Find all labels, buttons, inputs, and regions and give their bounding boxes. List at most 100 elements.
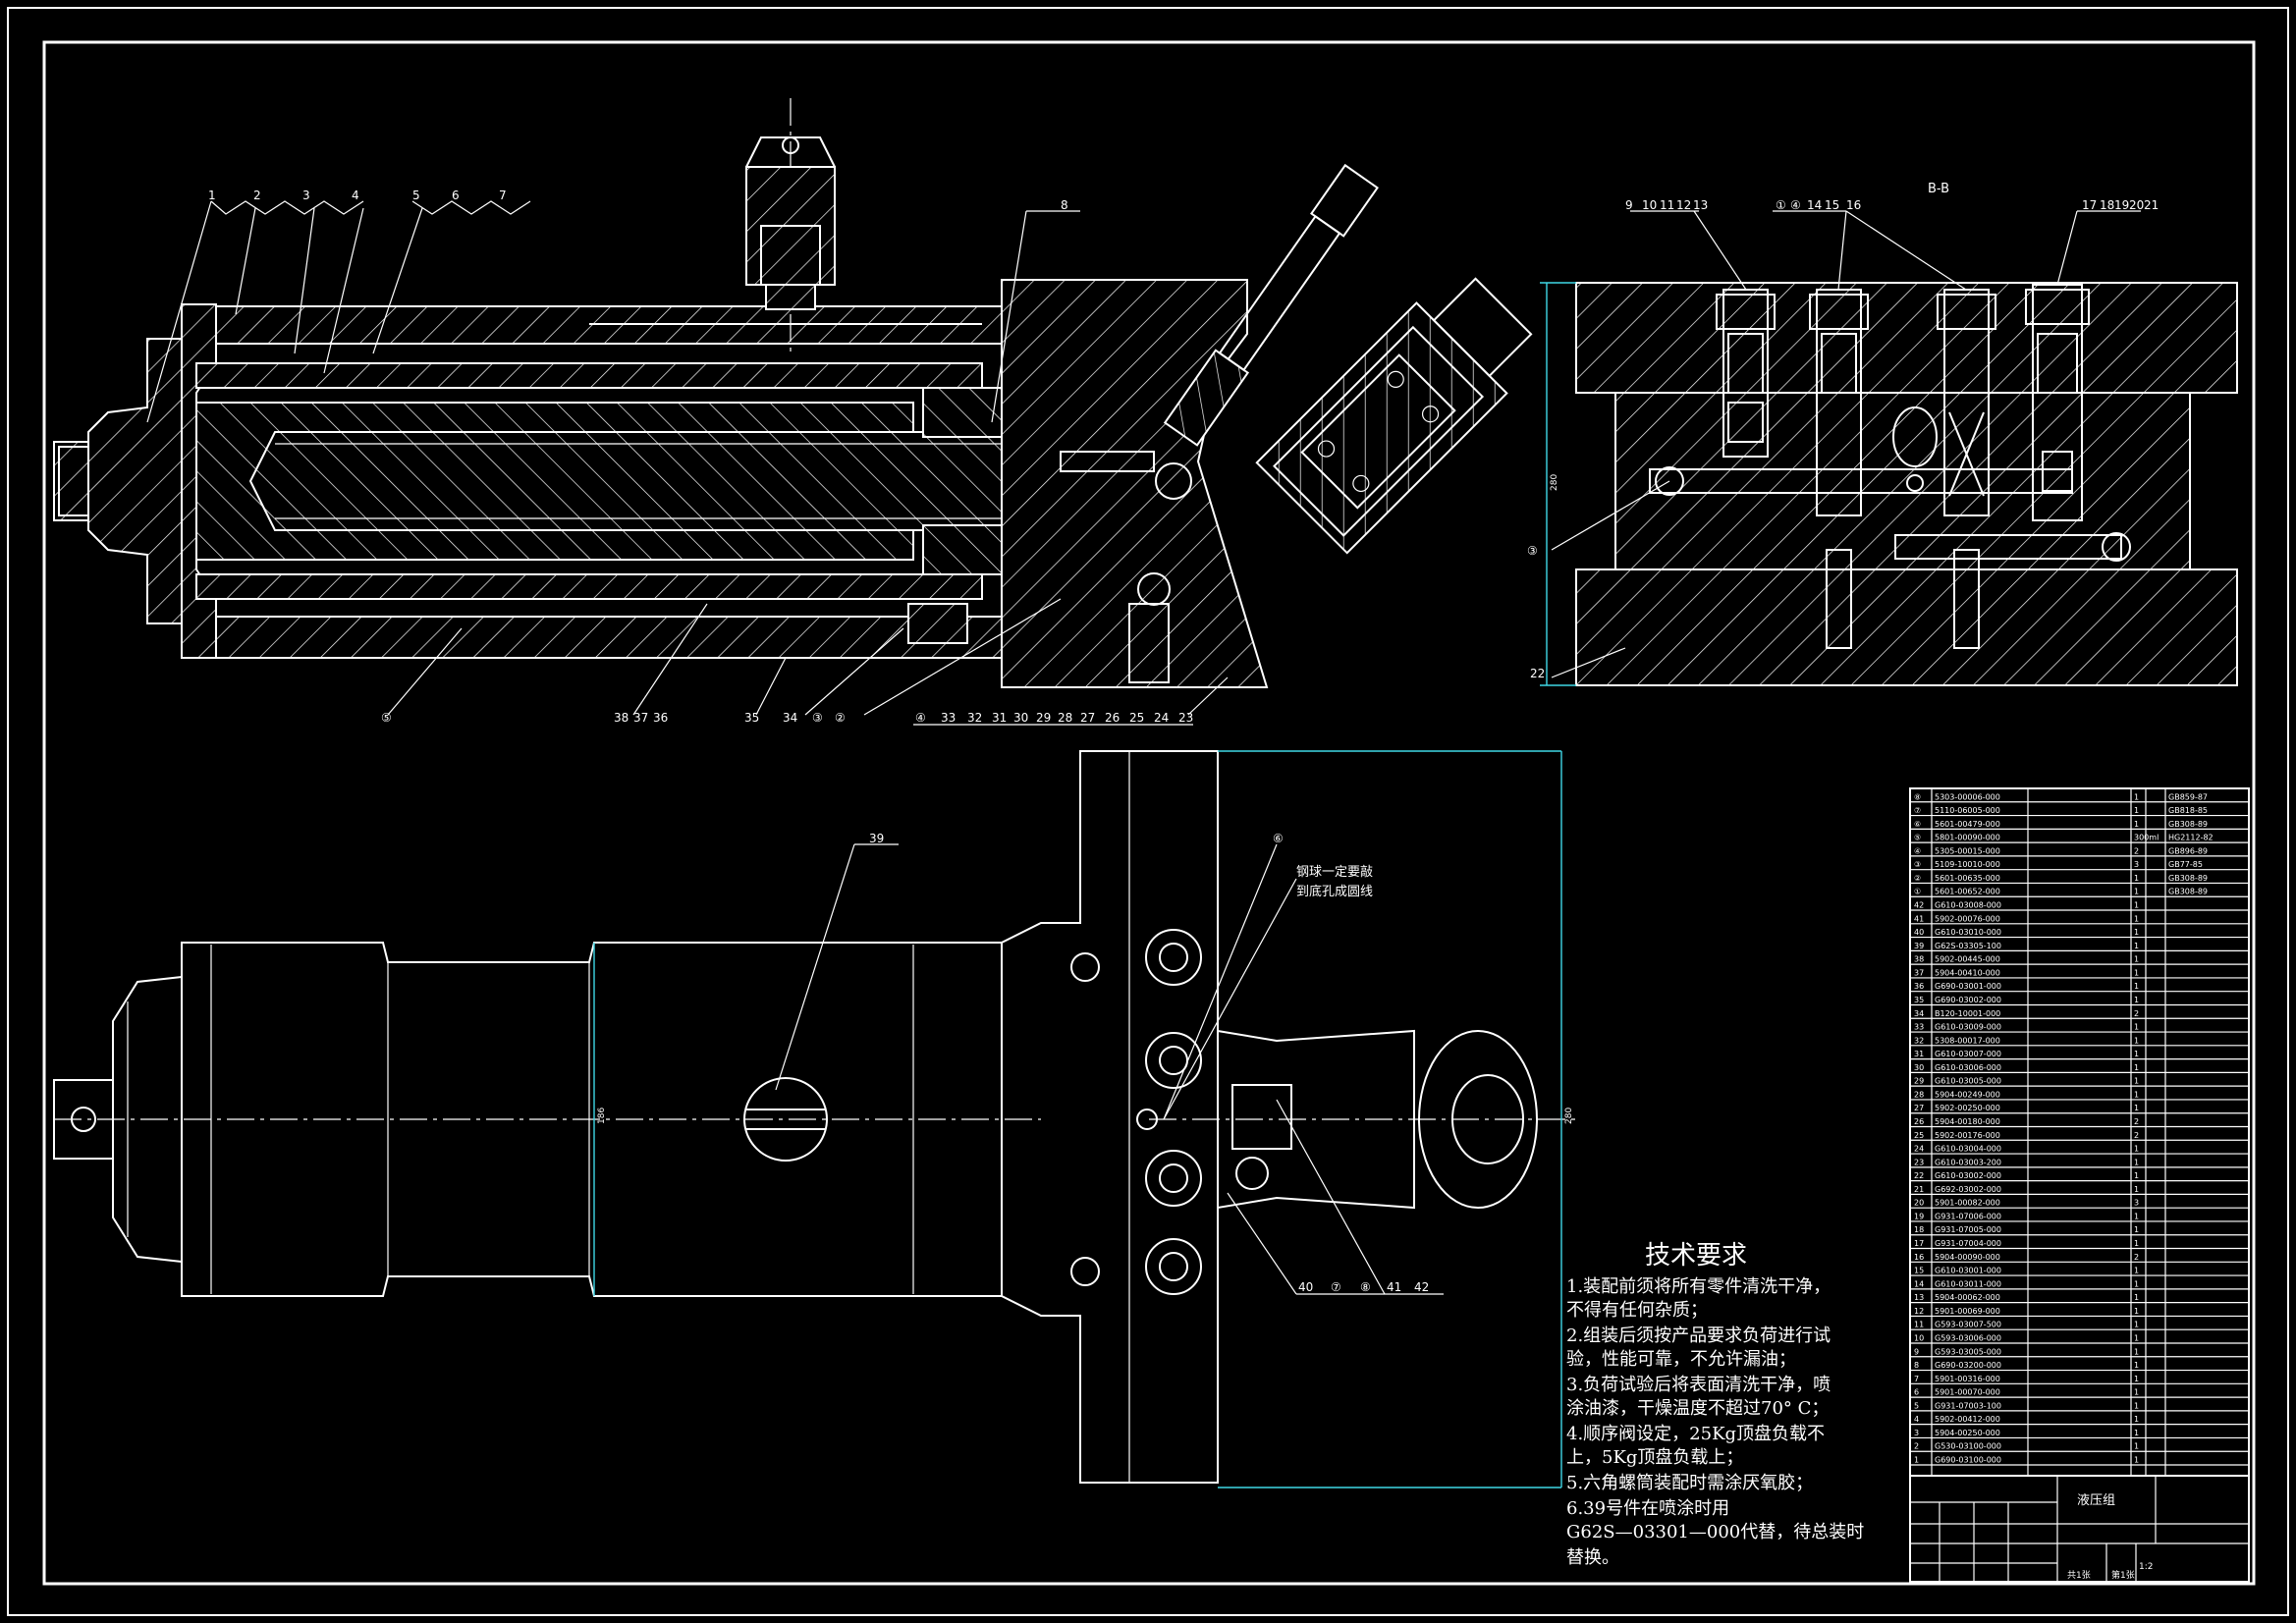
balloon-s4: 12 — [1676, 198, 1691, 212]
bom-cell: 1 — [2134, 792, 2139, 801]
bom-cell: 5308-00017-000 — [1935, 1036, 2000, 1045]
bom-cell: 1 — [2134, 1023, 2139, 1032]
balloon-plan-circle: ⑥ — [1273, 832, 1284, 845]
bom-cell: 1 — [2134, 1442, 2139, 1451]
bom-cell: 1 — [2134, 914, 2139, 923]
technical-requirements: 技术要求 1.装配前须将所有零件清洗干净， 不得有任何杂质； 2.组装后须按产品… — [1566, 1241, 1864, 1568]
title-scale: 1:2 — [2139, 1562, 2153, 1572]
bom-cell: 1 — [2134, 1171, 2139, 1180]
bom-cell: 33 — [1914, 1023, 1924, 1032]
bom-cell: 4 — [1914, 1415, 1919, 1424]
balloon-s9: 15 — [1825, 198, 1839, 212]
bom-cell: 40 — [1914, 928, 1924, 937]
bom-cell: G931-07004-000 — [1935, 1239, 2001, 1248]
bom-cell: 5305-00015-000 — [1935, 846, 2000, 855]
bom-cell: 1 — [2134, 968, 2139, 977]
balloon-b1: ⑤ — [381, 711, 392, 725]
balloon-8: 8 — [1061, 198, 1068, 212]
outer-frame — [7, 7, 2289, 1616]
title-block: 液压组 1:2 共1张 第1张 — [1909, 1475, 2250, 1583]
bom-cell: 1 — [2134, 1321, 2139, 1329]
balloon-41: 41 — [1387, 1280, 1401, 1294]
bom-cell: G610-03011-000 — [1935, 1279, 2001, 1288]
balloon-section-circle: ③ — [1527, 544, 1538, 558]
bom-cell: 25 — [1914, 1131, 1924, 1140]
balloon-4: 4 — [352, 189, 359, 202]
balloon-b13: 30 — [1013, 711, 1028, 725]
bom-cell: GB818-85 — [2168, 806, 2208, 815]
balloon-labels: 1 2 3 4 5 6 7 8 ⑤ 38 37 36 35 34 ③ ② ④ 3… — [208, 182, 2159, 1294]
balloon-b18: 25 — [1129, 711, 1144, 725]
balloon-b16: 27 — [1080, 711, 1095, 725]
bom-cell: G931-07003-100 — [1935, 1401, 2001, 1410]
tech-line: 替换。 — [1566, 1547, 1619, 1568]
bom-cell: 2 — [2134, 1253, 2139, 1262]
bom-cell: 5901-00069-000 — [1935, 1307, 2000, 1316]
tech-line: 上，5Kg顶盘负载上； — [1566, 1447, 1743, 1468]
bom-cell: 5902-00176-000 — [1935, 1131, 2000, 1140]
bom-cell: 32 — [1914, 1036, 1924, 1045]
bom-cell: G62S-03305-100 — [1935, 942, 2001, 950]
bom-cell: 1 — [2134, 1401, 2139, 1410]
balloon-40: 40 — [1298, 1280, 1313, 1294]
bom-cell: G593-03007-500 — [1935, 1321, 2001, 1329]
bom-cell: 26 — [1914, 1117, 1924, 1126]
bom-cell: 18 — [1914, 1225, 1924, 1234]
bom-cell: G593-03005-000 — [1935, 1347, 2001, 1356]
main-section-view — [53, 98, 1533, 726]
bom-cell: 5902-00076-000 — [1935, 914, 2000, 923]
bom-cell: 5904-00410-000 — [1935, 968, 2000, 977]
bom-cell: B120-10001-000 — [1935, 1009, 2000, 1018]
title-sheet-no: 第1张 — [2111, 1569, 2135, 1581]
balloon-39: 39 — [869, 832, 884, 845]
bom-cell: 5110-06005-000 — [1935, 806, 2000, 815]
bom-cell: 5 — [1914, 1401, 1919, 1410]
balloon-b15: 28 — [1058, 711, 1072, 725]
bom-cell: G610-03004-000 — [1935, 1145, 2001, 1154]
bom-cell: 5904-00062-000 — [1935, 1293, 2000, 1302]
bom-cell: 24 — [1914, 1145, 1924, 1154]
bom-cell: 1 — [2134, 1104, 2139, 1112]
bom-cell: 29 — [1914, 1077, 1924, 1086]
bom-cell: 22 — [1914, 1171, 1924, 1180]
bom-cell: 5901-00316-000 — [1935, 1375, 2000, 1383]
bom-cell: 9 — [1914, 1347, 1919, 1356]
bom-cell: 1 — [2134, 955, 2139, 964]
bom-cell: 1 — [2134, 1415, 2139, 1424]
balloon-b20: 23 — [1178, 711, 1193, 725]
tech-line: 1.装配前须将所有零件清洗干净， — [1566, 1276, 1831, 1297]
bom-cell: 5801-00090-000 — [1935, 834, 2000, 842]
bom-cell: 5902-00445-000 — [1935, 955, 2000, 964]
title-name: 液压组 — [2077, 1493, 2115, 1508]
section-bb-view — [1540, 210, 2238, 686]
tech-line: 验，性能可靠，不允许漏油； — [1566, 1349, 1796, 1370]
bom-cell: GB859-87 — [2168, 792, 2208, 801]
bom-cell: 1 — [2134, 874, 2139, 883]
bom-cell: G610-03007-000 — [1935, 1050, 2001, 1058]
bom-cell: 21 — [1914, 1185, 1924, 1194]
bom-cell: 30 — [1914, 1063, 1924, 1072]
bom-cell: 15 — [1914, 1267, 1924, 1275]
balloon-s11: 17 — [2082, 198, 2097, 212]
bom-cell: 5904-00249-000 — [1935, 1090, 2000, 1099]
bom-cell: 17 — [1914, 1239, 1924, 1248]
bom-cell: 23 — [1914, 1158, 1924, 1166]
bom-cell: G690-03001-000 — [1935, 982, 2001, 991]
bom-cell: 5601-00479-000 — [1935, 820, 2000, 829]
bom-cell: 7 — [1914, 1375, 1919, 1383]
bom-cell: GB896-89 — [2168, 846, 2208, 855]
bom-cell: 1 — [1914, 1456, 1919, 1465]
tech-line: 6.39号件在喷涂时用 — [1566, 1498, 1729, 1519]
bom-cell: G610-03005-000 — [1935, 1077, 2001, 1086]
bom-cell: G610-03003-200 — [1935, 1158, 2001, 1166]
balloon-b14: 29 — [1036, 711, 1051, 725]
bom-cell: 1 — [2134, 1347, 2139, 1356]
tech-line: 5.六角螺筒装配时需涂厌氧胶； — [1566, 1473, 1813, 1493]
balloon-b12: 31 — [992, 711, 1007, 725]
bom-cell: 5904-00180-000 — [1935, 1117, 2000, 1126]
bom-cell: 5109-10010-000 — [1935, 860, 2000, 869]
bom-cell: 1 — [2134, 1185, 2139, 1194]
balloon-s15: 21 — [2144, 198, 2159, 212]
bom-cell: 10 — [1914, 1333, 1924, 1342]
